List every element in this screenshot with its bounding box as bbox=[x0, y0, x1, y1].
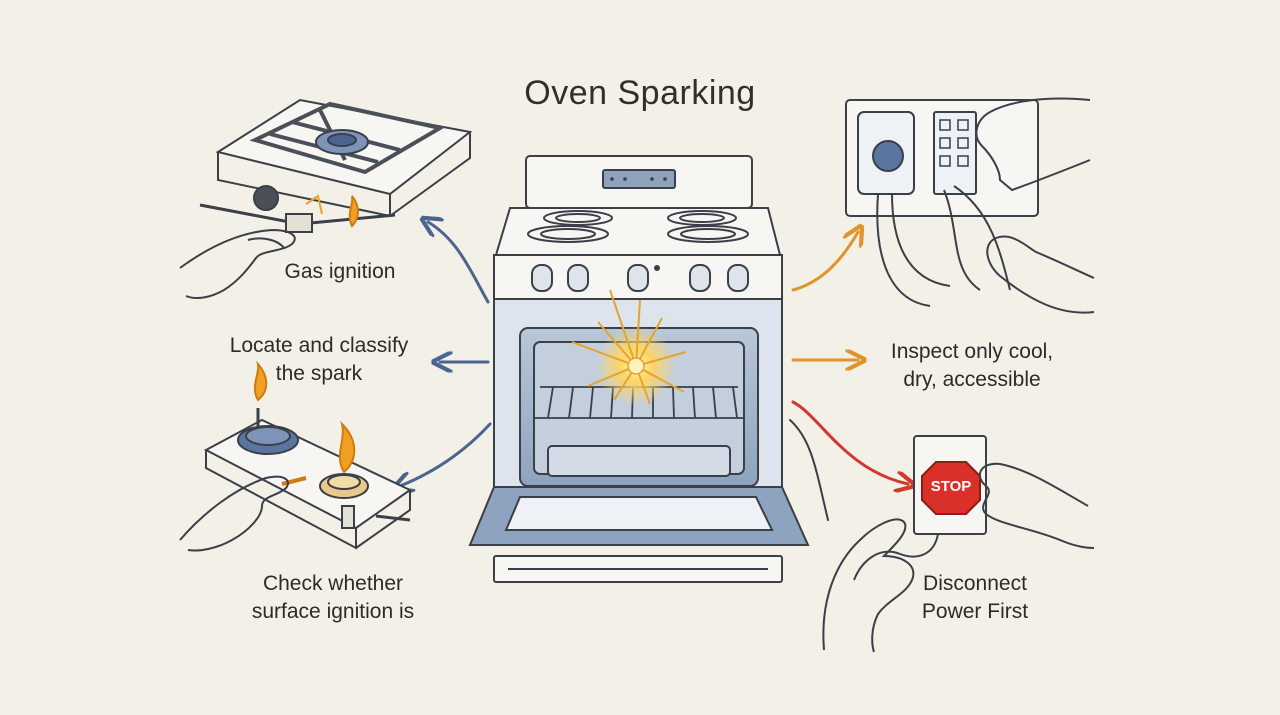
flame-right bbox=[339, 420, 356, 474]
gas-stove-illustration bbox=[179, 98, 473, 299]
label-inspect-line2: dry, accessible bbox=[903, 368, 1041, 391]
hand-burner bbox=[179, 475, 289, 552]
hand-outlet-bottom bbox=[986, 235, 1095, 314]
label-check-surface: Check whether surface ignition is bbox=[226, 570, 440, 626]
hand-outlet-top bbox=[975, 97, 1091, 192]
label-disconnect-line2: Power First bbox=[921, 600, 1029, 623]
cord-to-stop bbox=[789, 419, 829, 521]
label-disconnect: Disconnect Power First bbox=[900, 570, 1050, 626]
arrow-to-gas-ignition bbox=[428, 222, 490, 304]
label-locate-line2: the spark bbox=[275, 362, 363, 385]
oven-cooktop bbox=[494, 207, 782, 256]
arrows bbox=[400, 222, 908, 521]
diagram-title: Oven Sparking bbox=[524, 74, 756, 112]
oven-knobs bbox=[531, 264, 749, 292]
hand-pointing bbox=[822, 518, 915, 653]
pilot-flame bbox=[348, 195, 359, 228]
hand-gas bbox=[179, 228, 296, 299]
label-gas-ignition: Gas ignition bbox=[284, 260, 396, 283]
stop-sign bbox=[921, 461, 981, 515]
label-check-line2: surface ignition is bbox=[251, 600, 415, 623]
burner-coils bbox=[527, 210, 749, 243]
spark-burst bbox=[571, 289, 687, 406]
stop-sign-text: STOP bbox=[930, 478, 972, 495]
oven-display bbox=[602, 169, 676, 189]
label-locate-classify: Locate and classify the spark bbox=[212, 332, 426, 388]
burner-plate-illustration bbox=[179, 360, 412, 552]
label-locate-line1: Locate and classify bbox=[229, 334, 409, 357]
label-disconnect-line1: Disconnect bbox=[923, 572, 1027, 595]
arrow-to-check-surface bbox=[400, 422, 492, 486]
outlet-dial bbox=[872, 140, 904, 172]
label-inspect: Inspect only cool, dry, accessible bbox=[868, 338, 1076, 394]
label-inspect-line1: Inspect only cool, bbox=[890, 340, 1054, 363]
label-check-line1: Check whether bbox=[262, 572, 404, 595]
stove-knob bbox=[253, 185, 279, 211]
outlet-panel-illustration bbox=[845, 97, 1095, 314]
stop-switch-illustration bbox=[822, 435, 1095, 653]
hand-stop bbox=[978, 462, 1095, 549]
arrow-to-outlet bbox=[791, 232, 858, 292]
flame-left bbox=[253, 360, 268, 402]
arrow-to-stop bbox=[791, 400, 908, 484]
